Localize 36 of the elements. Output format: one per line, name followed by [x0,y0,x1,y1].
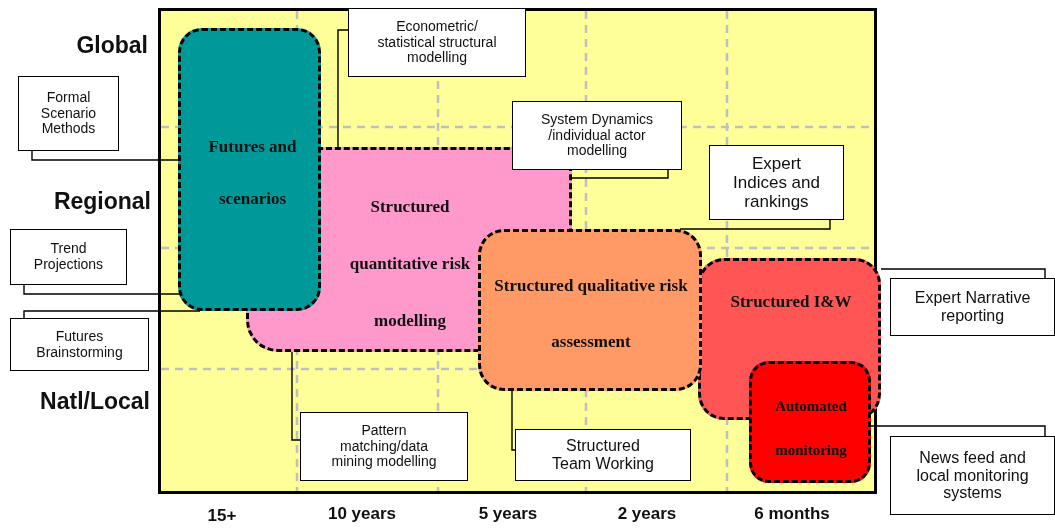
axis-label: 2 years [616,504,678,524]
leader-line [291,351,301,441]
method-label: News feed and local monitoring systems [890,436,1055,515]
region-label: Automated monitoring [774,397,848,460]
axis-label: 5 years [477,504,539,524]
leader-line [31,150,179,161]
axis-label: Regional [53,188,151,215]
method-label: Trend Projections [10,229,127,285]
method-region [178,28,321,311]
axis-label: Global [76,32,148,59]
method-label: Structured Team Working [515,429,691,481]
method-label: Expert Indices and rankings [709,145,844,220]
axis-label: 6 months [753,504,831,524]
method-label: Pattern matching/data mining modelling [300,412,468,481]
region-label: Structured I&W [729,291,853,313]
axis-label: 15+ [206,506,238,526]
method-label: System Dynamics /individual actor modelling [512,101,682,170]
leader-line [23,310,201,319]
method-label: Futures Brainstorming [10,318,149,371]
leader-line [337,29,349,148]
method-region [478,229,702,391]
leader-line [23,284,181,295]
method-region [749,361,871,483]
region-label: Structured quantitative risk modelling [349,196,471,332]
leader-line [679,219,831,230]
leader-line [870,425,1046,437]
method-label: Expert Narrative reporting [890,278,1055,336]
method-label: Econometric/ statistical structural modelling [348,8,526,77]
leader-line [511,390,516,451]
leader-line [880,268,1046,279]
region-label: Futures and scenarios [207,136,298,210]
method-label: Formal Scenario Methods [18,76,119,151]
leader-line [571,169,669,179]
axis-label: 10 years [326,504,398,524]
region-label: Structured qualitative risk assessment [493,275,689,353]
axis-label: Natl/Local [40,388,150,415]
